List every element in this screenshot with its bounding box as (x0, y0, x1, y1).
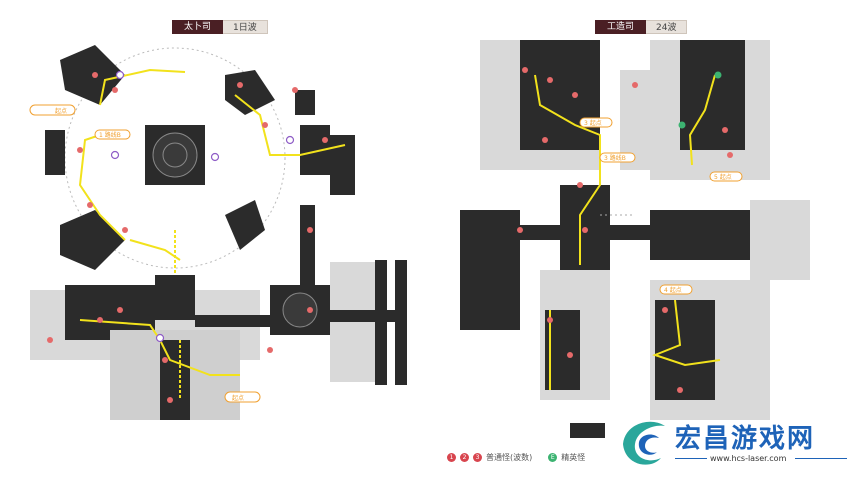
legend-dot-3: 3 (473, 453, 482, 462)
map-legend: 1 2 3 普通怪(波数) E 精英怪 (447, 452, 585, 463)
right-map-name: 工造司 (595, 20, 647, 34)
route-south (79, 319, 240, 376)
central-dome (152, 132, 198, 178)
right-map-graphic: 3 起点 3 路线B 4 起点 5 起点 (460, 40, 810, 438)
left-map-panel: 太卜司 1日波 (29, 20, 407, 420)
right-map-wave-count: 24波 (646, 20, 688, 34)
route-ne (688, 74, 716, 166)
right-map-title: 工造司 24波 (595, 20, 688, 34)
dragon-logo-icon (623, 421, 665, 465)
start-label-4: 4 起点 (664, 286, 682, 294)
left-map-wave-count: 1日波 (223, 20, 268, 34)
legend-dot-1: 1 (447, 453, 456, 462)
wing-sw (60, 210, 125, 270)
legend-normal-label: 普通怪(波数) (486, 453, 533, 462)
start-marker-2 (224, 391, 261, 403)
legend-elite-label: 精英怪 (561, 453, 586, 462)
start-label-2: 起点 (232, 394, 244, 402)
enemy-markers (47, 72, 328, 403)
elite-markers (678, 71, 722, 129)
route-b-label-left: 1 路线B (99, 131, 121, 139)
legend-dot-2: 2 (460, 453, 469, 462)
site-watermark: 宏昌游戏网 www.hcs-laser.com (615, 414, 855, 472)
start-label-1: 起点 (55, 107, 67, 115)
ne-block (680, 40, 745, 150)
east-room-2 (330, 135, 355, 195)
route-central (534, 74, 601, 265)
lower-corridor (195, 315, 285, 327)
left-map-name: 太卜司 (172, 20, 224, 34)
west-block (460, 210, 520, 330)
left-map-title: 太卜司 1日波 (172, 20, 268, 34)
east-hall (650, 210, 750, 260)
start-label-5: 5 起点 (714, 173, 732, 181)
bottom-room (570, 423, 605, 438)
nw-block (520, 40, 600, 150)
wing-se (225, 200, 265, 250)
route-b-label-right: 3 路线B (604, 154, 626, 162)
right-enemy-markers (517, 67, 733, 393)
start-label-3: 3 起点 (584, 119, 602, 127)
lower-south-block (160, 340, 190, 420)
wing-w (45, 130, 65, 175)
right-map-panel: 工造司 24波 (430, 0, 860, 477)
watermark-url: www.hcs-laser.com (710, 454, 787, 463)
watermark-title: 宏昌游戏网 (675, 424, 816, 454)
route-north (99, 68, 186, 106)
route-west (78, 134, 126, 241)
start-marker-1 (29, 104, 76, 116)
south-corridor (300, 205, 315, 285)
left-map-graphic: 起点 起点 1 路线B (29, 45, 407, 420)
route-se (652, 299, 721, 367)
route-east (234, 94, 346, 156)
legend-elite-dot: E (548, 453, 558, 462)
wing-ne (225, 70, 275, 115)
